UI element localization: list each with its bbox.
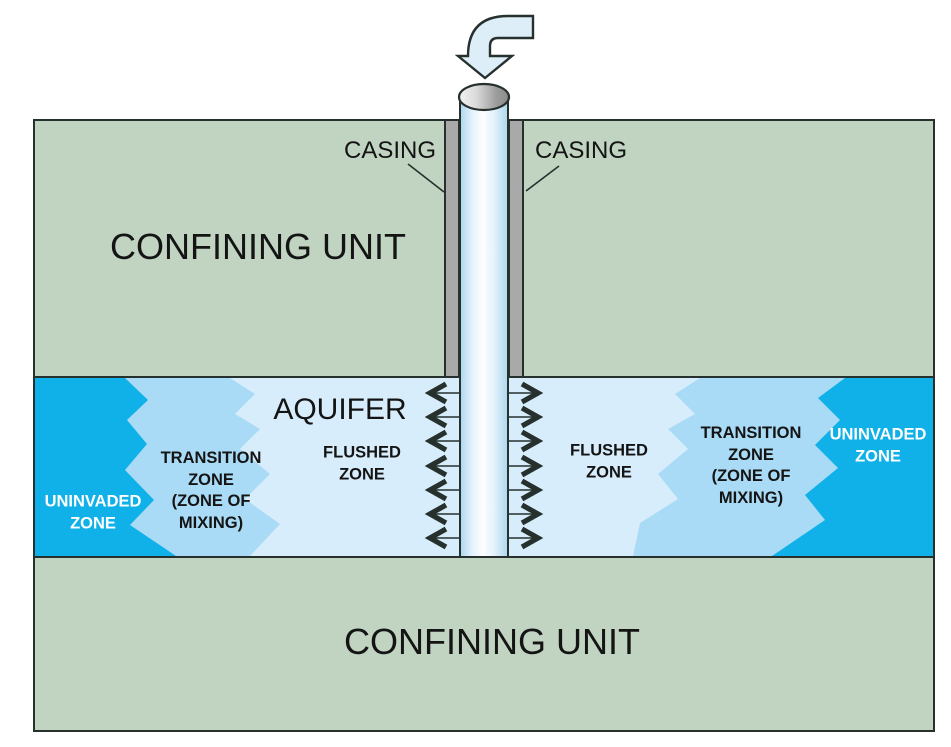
transition-zone-left-label: TRANSITION ZONE (ZONE OF MIXING)	[160, 449, 262, 532]
uninvaded-zone-left-label: UNINVADED ZONE	[44, 492, 142, 533]
confining-unit-bottom-label: CONFINING UNIT	[344, 621, 640, 662]
flushed-zone-left-label: FLUSHED ZONE	[323, 443, 401, 484]
casing-label-left: CASING	[343, 137, 437, 164]
well-pipe	[459, 97, 509, 556]
transition-zone-right-label: TRANSITION ZONE (ZONE OF MIXING)	[700, 424, 802, 507]
casing-label-right: CASING	[534, 137, 628, 164]
well-casing-left	[444, 119, 460, 378]
well-casing-right	[508, 119, 524, 378]
confining-unit-bottom-block	[33, 556, 935, 732]
confining-unit-top-label: CONFINING UNIT	[110, 226, 406, 267]
flushed-zone-right-label: FLUSHED ZONE	[570, 441, 648, 482]
injection-arrow-icon	[454, 14, 535, 80]
aquifer-label: AQUIFER	[273, 393, 407, 426]
uninvaded-zone-right-label: UNINVADED ZONE	[829, 425, 927, 466]
